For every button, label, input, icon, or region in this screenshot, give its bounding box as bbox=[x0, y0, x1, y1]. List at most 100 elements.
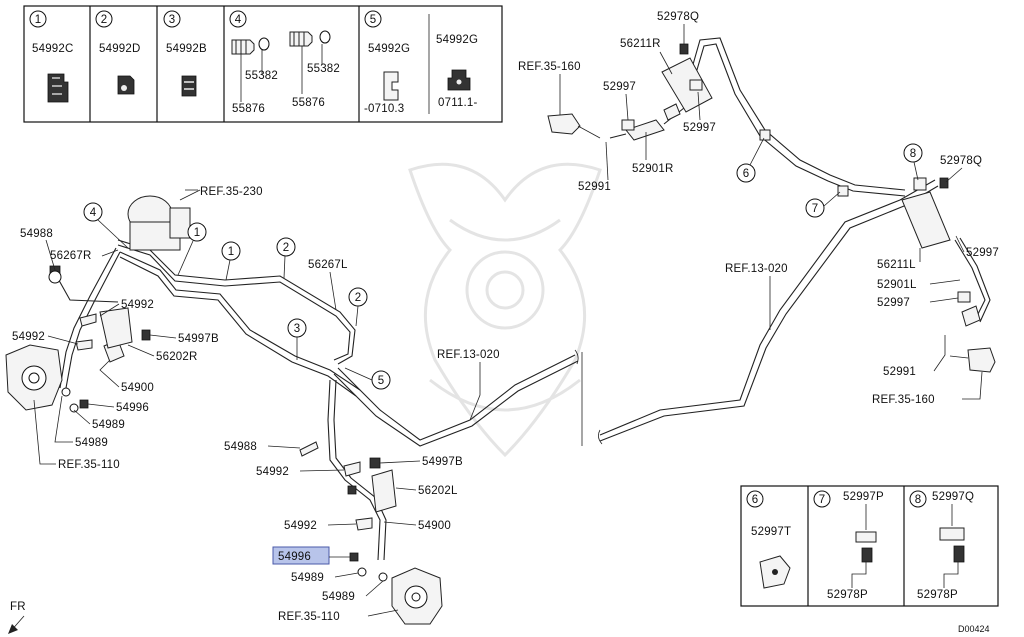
legend-callout-3 bbox=[163, 10, 181, 28]
legend-bottom-box: 6 52997T 7 52997P 52978P 8 52997Q 52978P bbox=[740, 485, 999, 607]
callout-2-b-num: 2 bbox=[355, 292, 361, 304]
legend-code-54992G-right: 54992G bbox=[436, 34, 478, 46]
callout-2-a-num: 2 bbox=[283, 242, 289, 254]
label-54900-a: 54900 bbox=[121, 382, 154, 394]
callout-5-num: 5 bbox=[378, 375, 384, 387]
label-56202R: 56202R bbox=[156, 351, 197, 363]
brake-pipes bbox=[55, 37, 939, 561]
label-54992-b: 54992 bbox=[12, 331, 45, 343]
legend-callout-1-num: 1 bbox=[35, 14, 41, 26]
legend-callout-5-num: 5 bbox=[370, 14, 376, 26]
label-52991-a: 52991 bbox=[578, 181, 611, 193]
callout-6-num: 6 bbox=[743, 168, 749, 180]
legend-callout-3-num: 3 bbox=[169, 14, 175, 26]
legend-code-54992D: 54992D bbox=[99, 43, 140, 55]
label-52901L: 52901L bbox=[877, 279, 917, 291]
legend-callout-7-num: 7 bbox=[819, 494, 825, 506]
legend-code-52978P-7: 52978P bbox=[827, 589, 868, 601]
label-52901R: 52901R bbox=[632, 163, 673, 175]
clip-52997Q-icon bbox=[939, 527, 965, 563]
label-54988-b: 54988 bbox=[224, 441, 257, 453]
legend-code-52997T: 52997T bbox=[751, 526, 791, 538]
label-54997B-b: 54997B bbox=[422, 456, 463, 468]
clip-52997T-icon bbox=[759, 555, 791, 589]
callout-8 bbox=[903, 143, 923, 163]
label-56202L: 56202L bbox=[418, 485, 458, 497]
label-54989-d: 54989 bbox=[322, 591, 355, 603]
label-54992-c: 54992 bbox=[256, 466, 289, 478]
grommet-54988-marker bbox=[48, 270, 62, 284]
front-direction-indicator: FR bbox=[8, 601, 26, 634]
fr-arrow-icon bbox=[8, 624, 18, 634]
legend-callout-1 bbox=[29, 10, 47, 28]
label-56267L: 56267L bbox=[308, 259, 348, 271]
label-ref-35-230: REF.35-230 bbox=[200, 186, 263, 198]
clips-rear bbox=[621, 43, 971, 303]
callout-6 bbox=[736, 163, 756, 183]
clip-54992G-old-icon bbox=[383, 71, 399, 101]
wheel-cylinder-rear-right bbox=[547, 113, 601, 139]
label-52991-b: 52991 bbox=[883, 366, 916, 378]
callout-7 bbox=[805, 198, 825, 218]
legend-code-0711: 0711.1- bbox=[438, 97, 478, 109]
label-52997-d: 52997 bbox=[877, 297, 910, 309]
label-54988-a: 54988 bbox=[20, 228, 53, 240]
legend-code-52997P: 52997P bbox=[843, 491, 884, 503]
master-cylinder bbox=[127, 189, 201, 251]
legend-callout-5 bbox=[364, 10, 382, 28]
label-ref-35-110-b: REF.35-110 bbox=[278, 611, 340, 623]
legend-code-54992G-left: 54992G bbox=[368, 43, 410, 55]
clip-52997P-icon bbox=[855, 531, 877, 563]
callout-2-a bbox=[276, 237, 296, 257]
legend-callout-8 bbox=[909, 490, 927, 508]
legend-callout-4-num: 4 bbox=[235, 14, 242, 26]
legend-callout-6-num: 6 bbox=[752, 494, 758, 506]
diagram-id: D00424 bbox=[958, 624, 990, 634]
label-ref-35-160-b: REF.35-160 bbox=[872, 394, 935, 406]
label-54992-d: 54992 bbox=[284, 520, 317, 532]
callout-8-num: 8 bbox=[910, 148, 916, 160]
label-54996-a: 54996 bbox=[116, 402, 149, 414]
legend-callout-4 bbox=[229, 10, 247, 28]
label-ref-13-020-b: REF.13-020 bbox=[725, 263, 788, 275]
legend-code-54992B: 54992B bbox=[166, 43, 207, 55]
callout-1-b-num: 1 bbox=[228, 246, 234, 258]
label-54996-b[interactable]: 54996 bbox=[278, 551, 311, 563]
label-56211L: 56211L bbox=[877, 259, 916, 271]
callout-4 bbox=[83, 202, 103, 222]
callouts: 1 1 2 2 3 4 5 6 7 8 bbox=[48, 137, 923, 390]
legend-callout-8-num: 8 bbox=[915, 494, 921, 506]
legend-callout-6 bbox=[746, 490, 764, 508]
bracket-56202R bbox=[99, 307, 133, 349]
bracket-56202L bbox=[371, 469, 397, 513]
label-52997-b: 52997 bbox=[683, 122, 716, 134]
label-54992-a: 54992 bbox=[121, 299, 154, 311]
highlight-54996[interactable] bbox=[272, 546, 330, 565]
part-labels: REF.35-230 54988 56267R 54992 54992 5499… bbox=[12, 11, 999, 623]
label-fr: FR bbox=[10, 601, 26, 613]
bracket-56211L bbox=[901, 191, 951, 249]
label-52978Q-a: 52978Q bbox=[657, 11, 699, 23]
clip-54992B-icon bbox=[181, 75, 197, 97]
legend-code-54992C: 54992C bbox=[32, 43, 73, 55]
rear-hose-52901R bbox=[609, 103, 685, 141]
grommet-55876-right-icon bbox=[289, 30, 331, 47]
brake-caliper-front-right bbox=[391, 567, 443, 625]
legend-callout-7 bbox=[813, 490, 831, 508]
label-54997B-a: 54997B bbox=[178, 333, 219, 345]
clip-54992D-icon bbox=[117, 75, 135, 95]
legend-callout-2 bbox=[95, 10, 113, 28]
clip-54992C-icon bbox=[47, 73, 69, 103]
label-52997-a: 52997 bbox=[603, 81, 636, 93]
label-54900-b: 54900 bbox=[418, 520, 451, 532]
label-54989-b: 54989 bbox=[75, 437, 108, 449]
callout-1-a bbox=[187, 222, 207, 242]
legend-code-0710: -0710.3 bbox=[364, 103, 404, 115]
grommet-55876-left-icon bbox=[231, 37, 270, 55]
label-52997-c: 52997 bbox=[966, 247, 999, 259]
label-52978Q-b: 52978Q bbox=[940, 155, 982, 167]
legend-top-box: 1 54992C 2 54992D 3 54992B 4 55 bbox=[23, 5, 503, 123]
label-56211R: 56211R bbox=[620, 38, 661, 50]
bracket-56211R bbox=[661, 57, 713, 113]
